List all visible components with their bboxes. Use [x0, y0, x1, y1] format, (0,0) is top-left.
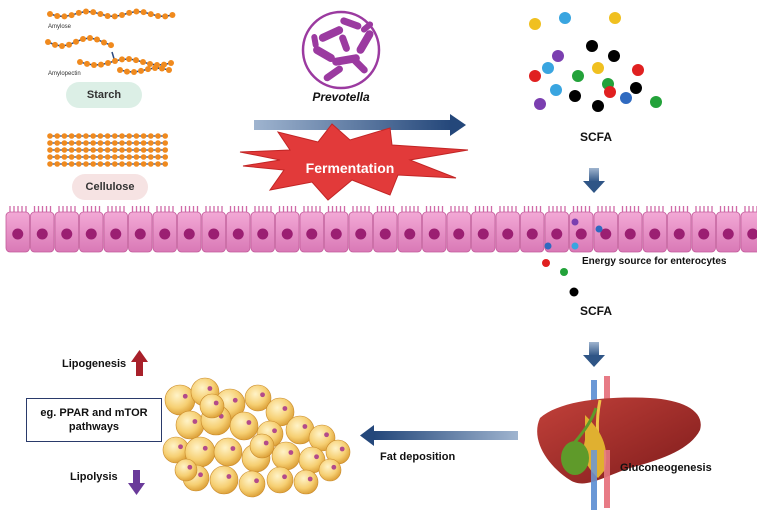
adipocyte-cluster	[162, 377, 351, 498]
prevotella-icon	[301, 10, 381, 90]
cellulose-grid	[47, 133, 168, 167]
fermentation-label: Fermentation	[305, 160, 395, 176]
fermentation-burst	[239, 123, 469, 201]
arrow-to-scfa	[254, 114, 466, 136]
arrow-scfa-down	[583, 168, 605, 193]
scfa-mid-label: SCFA	[579, 304, 612, 318]
down-arrow-icon	[128, 470, 145, 495]
scfa-dots	[529, 12, 662, 112]
lipogenesis-label: Lipogenesis	[62, 358, 127, 370]
lipolysis-label: Lipolysis	[70, 471, 118, 483]
amylopectin-label: Amylopectin	[48, 71, 81, 77]
amylopectin-chain	[45, 35, 174, 75]
amylose-chain	[47, 8, 176, 20]
liver-icon	[537, 376, 701, 510]
amylose-label: Amylose	[48, 24, 72, 30]
fat-deposition-label: Fat deposition	[380, 451, 456, 463]
scfa-top-label: SCFA	[579, 130, 612, 144]
gluconeogenesis-label: Gluconeogenesis	[620, 462, 712, 474]
enterocyte-layer	[5, 206, 757, 253]
pathways-box: eg. PPAR and mTOR pathways	[26, 398, 162, 442]
absorbed-dots	[542, 218, 603, 297]
up-arrow-icon	[131, 350, 148, 376]
cellulose-pill: Cellulose	[72, 174, 148, 200]
arrow-fat-deposition	[360, 425, 518, 446]
starch-pill: Starch	[66, 82, 142, 108]
enterocyte-energy-label: Energy source for enterocytes	[582, 256, 727, 267]
arrow-to-liver	[583, 342, 605, 367]
prevotella-label: Prevotella	[312, 90, 370, 104]
